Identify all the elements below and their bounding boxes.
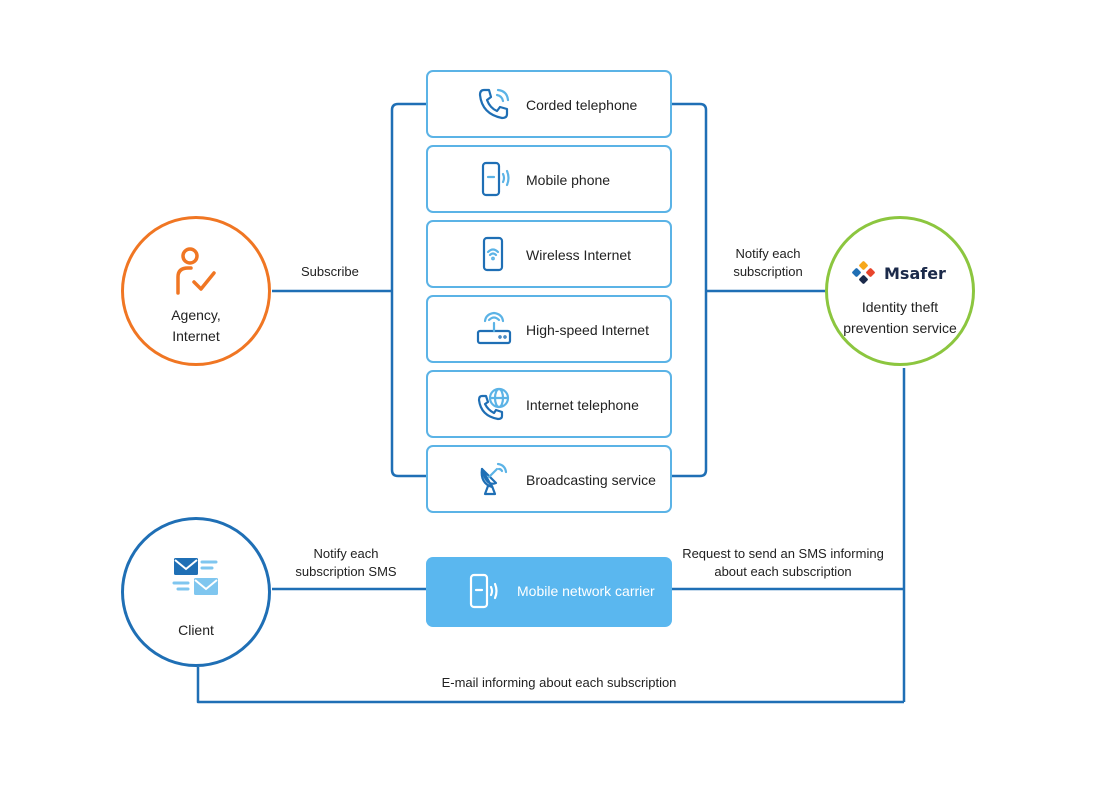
envelopes-icon xyxy=(172,558,218,595)
router-icon xyxy=(476,311,512,345)
carrier-label: Mobile network carrier xyxy=(517,583,655,599)
internet-phone-icon xyxy=(477,387,510,421)
corded-phone-icon xyxy=(478,88,510,120)
service-mobile-phone: Mobile phone xyxy=(426,145,672,213)
client-label: Client xyxy=(178,622,214,638)
mobile-phone-icon xyxy=(481,161,510,197)
service-broadcasting: Broadcasting service xyxy=(426,445,672,513)
agency-label: Agency, Internet xyxy=(171,307,221,344)
service-internet-telephone: Internet telephone xyxy=(426,370,672,438)
left-bracket-line xyxy=(390,102,426,478)
agency-node: Agency, Internet xyxy=(121,216,271,366)
satellite-dish-icon xyxy=(480,462,508,496)
wireless-phone-icon xyxy=(482,236,504,272)
service-label: High-speed Internet xyxy=(526,322,649,338)
mobile-signal-icon xyxy=(469,573,498,609)
client-node: Client xyxy=(121,517,271,667)
msafer-logo-text: Msafer xyxy=(884,263,946,283)
subscribe-label: Subscribe xyxy=(301,264,359,279)
service-label: Wireless Internet xyxy=(526,247,632,263)
person-check-icon xyxy=(176,247,216,295)
service-corded-telephone: Corded telephone xyxy=(426,70,672,138)
service-label: Corded telephone xyxy=(526,97,638,113)
service-label: Broadcasting service xyxy=(526,472,656,488)
msafer-node: Msafer Identity theft prevention service xyxy=(825,216,975,366)
email-label: E-mail informing about each subscription xyxy=(441,675,677,690)
carrier-node: Mobile network carrier xyxy=(426,557,672,627)
msafer-logo: Msafer xyxy=(850,261,946,285)
service-label: Internet telephone xyxy=(526,397,639,413)
email-line xyxy=(196,667,904,704)
notify-each-label: Notify each subscription xyxy=(733,246,803,279)
service-label: Mobile phone xyxy=(526,172,611,188)
notify-sms-label: Notify each subscription SMS xyxy=(295,546,397,579)
msafer-logo-icon xyxy=(852,261,875,284)
request-sms-label: Request to send an SMS informing about e… xyxy=(682,546,884,579)
service-wireless-internet: Wireless Internet xyxy=(426,220,672,288)
msafer-label: Identity theft prevention service xyxy=(843,299,957,336)
right-bracket-line xyxy=(672,102,708,478)
service-high-speed-internet: High-speed Internet xyxy=(426,295,672,363)
